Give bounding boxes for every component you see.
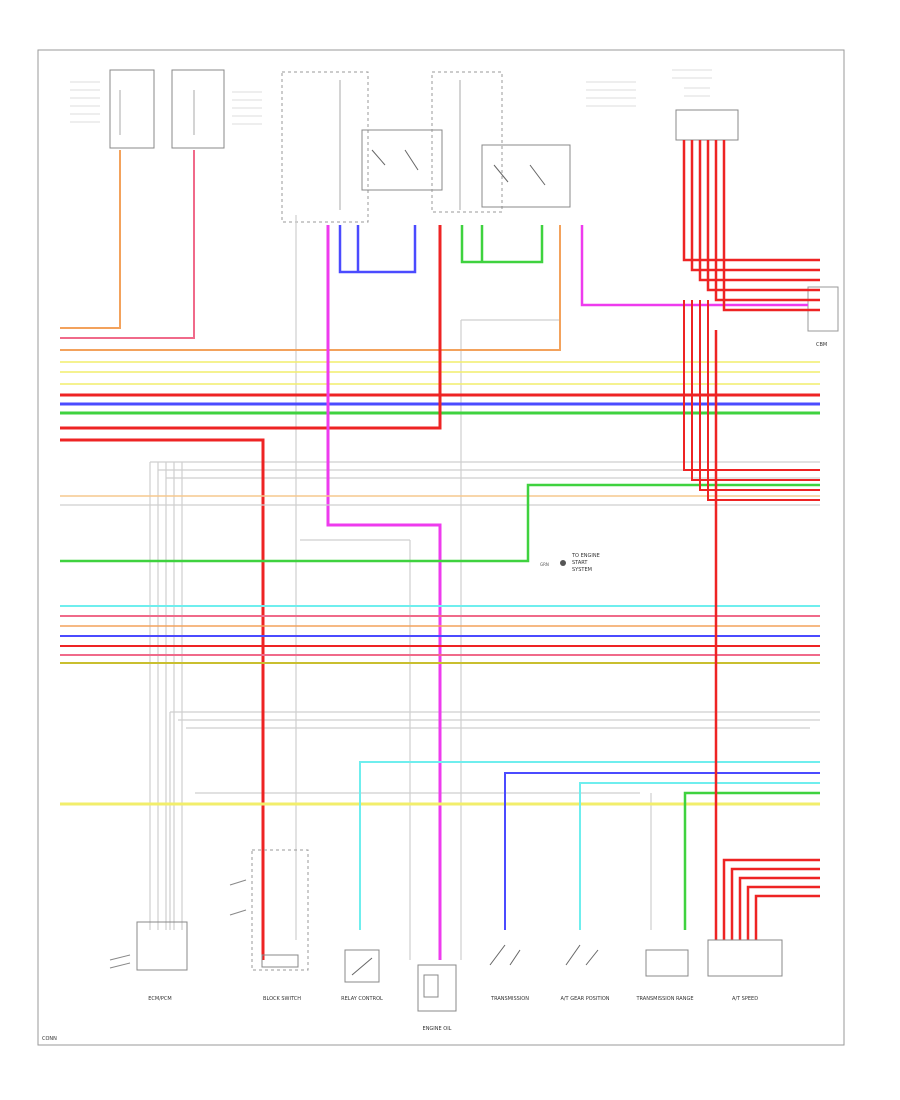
harness-red [682, 140, 820, 262]
fuse-box-3 [281, 71, 369, 223]
component-gear-position [645, 949, 689, 977]
callout-text-3: SYSTEM [572, 567, 592, 573]
diagram-frame [37, 49, 845, 1046]
harness-red-bottom [722, 858, 820, 940]
wire-cyan-drop-2 [579, 782, 820, 930]
callout-text-1: TO ENGINE [571, 553, 600, 559]
wire-pink-feed [60, 150, 195, 339]
component-label: RELAY CONTROL [341, 996, 383, 1002]
component-label: A/T SPEED [732, 996, 758, 1002]
bus-red-3 [60, 438, 265, 960]
harness-red-bottom [730, 867, 820, 940]
callout-label: GRN [540, 562, 549, 567]
component-engine-oil [417, 964, 457, 1012]
wire-magenta-right [580, 225, 808, 307]
right-connector-label: CBM [816, 342, 827, 348]
bus-red-2 [60, 225, 442, 430]
wire-magenta [326, 225, 442, 960]
callout-dot [560, 560, 566, 566]
harness-red [698, 140, 820, 282]
harness-red-lower [683, 300, 820, 471]
component-label: BLOCK SWITCH [263, 996, 301, 1002]
relay-1 [361, 129, 443, 191]
fuse-box-2 [171, 69, 262, 149]
component-relay-control [344, 949, 380, 983]
wire-green-start [60, 483, 820, 563]
component-label: TRANSMISSION RANGE [635, 996, 693, 1002]
callout-text-2: START [572, 560, 588, 566]
wire-orange-relay [60, 225, 561, 351]
wire-cyan-drop [359, 761, 820, 930]
component-ecm-left [109, 921, 188, 971]
harness-red-bottom [738, 876, 820, 940]
component-label: ENGINE OIL [423, 1026, 452, 1032]
wire-orange-feed [60, 150, 121, 329]
component-transmission-2 [565, 944, 599, 966]
relay-2 [481, 144, 571, 208]
component-label: A/T GEAR POSITION [560, 996, 609, 1002]
harness-red-bottom [746, 885, 820, 940]
component-label: TRANSMISSION [490, 996, 529, 1002]
wire-blue-drop [504, 772, 820, 930]
component-label: ECM/PCM [148, 996, 171, 1002]
harness-red-lower [707, 300, 820, 501]
footer-label: CONN [42, 1036, 57, 1042]
harness-red-lower [699, 300, 820, 491]
harness-red [690, 140, 820, 272]
wire-blue-loop [338, 225, 417, 274]
fuse-box-1 [70, 69, 155, 149]
wire-green-loop [460, 225, 544, 264]
fuse-box-5 [586, 81, 636, 107]
component-ecm-right [707, 939, 783, 977]
harness-red [714, 140, 820, 302]
wire-green-drop [683, 791, 820, 930]
component-block-switch [229, 849, 309, 971]
ecm-connector-top [672, 69, 739, 141]
component-transmission-1 [489, 944, 521, 966]
harness-red [706, 140, 820, 292]
harness-red-bottom [754, 894, 820, 940]
fuse-box-4 [431, 71, 503, 213]
harness-red [722, 140, 820, 312]
harness-red-lower [691, 300, 820, 481]
